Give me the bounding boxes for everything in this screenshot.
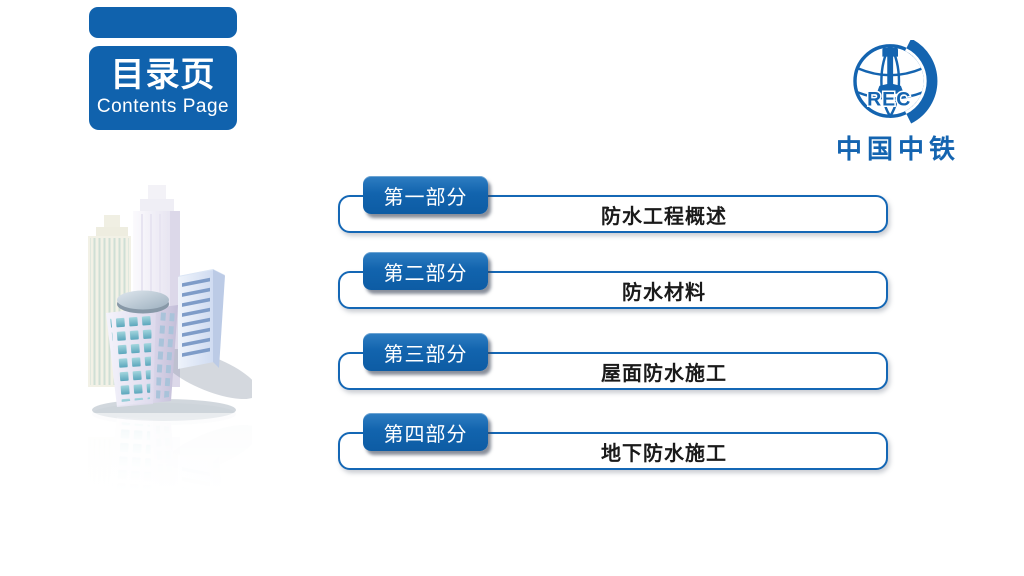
toc-badge-2[interactable]: 第二部分: [363, 252, 488, 290]
header-accent-block: [89, 7, 237, 38]
page-title: 目录页: [110, 55, 216, 94]
toc-item-3: 屋面防水施工 第三部分: [338, 333, 888, 395]
toc-badge-4[interactable]: 第四部分: [363, 413, 488, 451]
toc-title-1: 防水工程概述: [601, 205, 727, 228]
toc-title-4: 地下防水施工: [601, 442, 727, 465]
toc-badge-1[interactable]: 第一部分: [363, 176, 488, 214]
toc-item-2: 防水材料 第二部分: [338, 252, 888, 314]
brand-name: 中国中铁: [835, 134, 960, 164]
toc-badge-3[interactable]: 第三部分: [363, 333, 488, 371]
crec-logo: REC 中国中铁: [832, 40, 964, 166]
toc-item-4: 地下防水施工 第四部分: [338, 413, 888, 475]
toc-title-2: 防水材料: [622, 281, 706, 304]
crec-emblem-letters: REC: [867, 88, 911, 110]
page-subtitle: Contents Page: [96, 96, 230, 118]
toc-item-1: 防水工程概述 第一部分: [338, 176, 888, 238]
toc-title-3: 屋面防水施工: [601, 362, 727, 385]
buildings-illustration: [52, 185, 252, 492]
crec-emblem-icon: REC: [853, 40, 941, 126]
toc-title-box-1[interactable]: [338, 195, 888, 233]
page-title-block: 目录页 Contents Page: [89, 46, 237, 130]
